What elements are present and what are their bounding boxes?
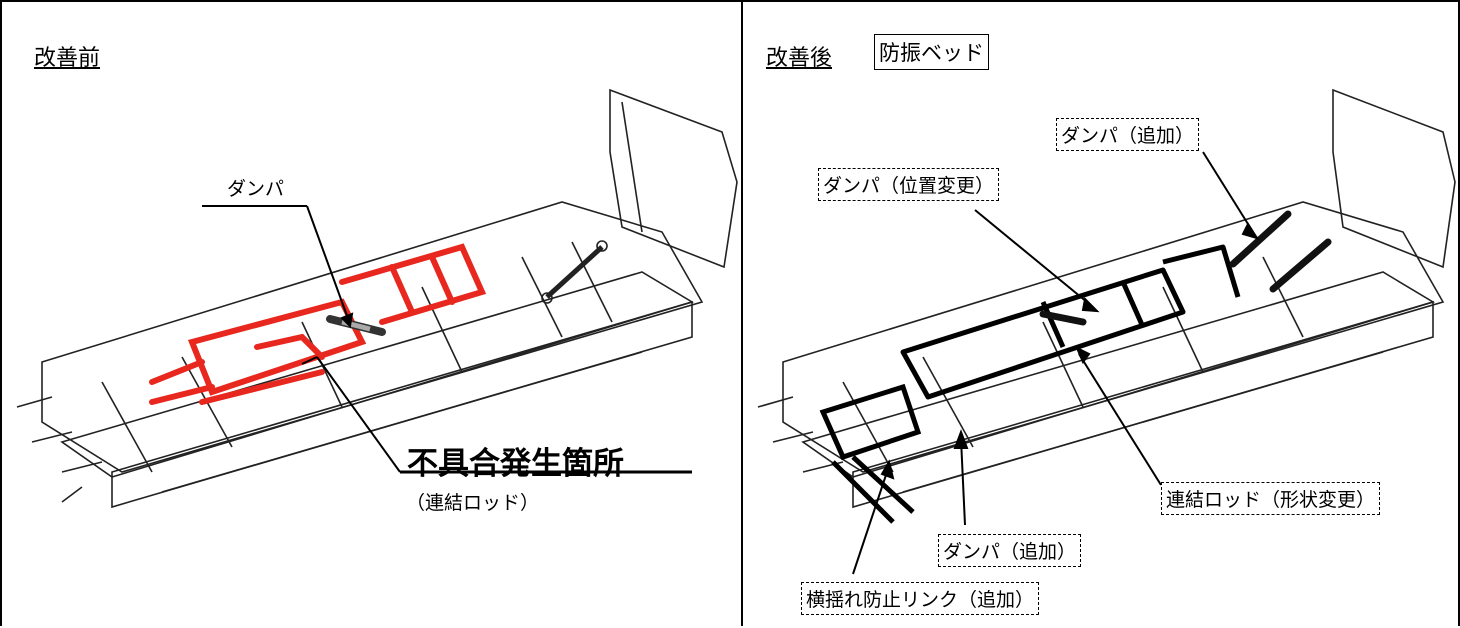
damper-relocated-leader — [974, 209, 1094, 308]
damper-leader-line — [306, 205, 351, 325]
defect-location-label: 不具合発生箇所 — [407, 446, 624, 482]
bed-side-panel — [111, 300, 693, 509]
callout-sway-link-added: 横揺れ防止リンク（追加） — [801, 582, 1040, 615]
defect-leader-line — [316, 356, 401, 473]
sway-link-leader — [852, 468, 889, 575]
product-name-box: 防振ベッド — [874, 34, 989, 70]
damper-added-top-leader — [1202, 151, 1254, 233]
sway-prevention-link — [819, 383, 922, 524]
before-bed-drawing — [16, 88, 738, 509]
before-heading: 改善前 — [34, 46, 101, 71]
defect-link-rods — [149, 243, 487, 405]
callout-damper-added-top: ダンパ（追加） — [1056, 118, 1200, 151]
head-board — [609, 88, 738, 269]
damper-added-bottom-leader — [960, 438, 966, 526]
bed-frame-outline — [41, 201, 704, 473]
callout-damper-relocated: ダンパ（位置変更） — [818, 168, 1000, 201]
callout-damper-added-bottom: ダンパ（追加） — [938, 534, 1082, 567]
after-bed-drawing — [757, 88, 1456, 575]
bed-rail-line — [161, 351, 643, 493]
link-rod-leader — [1078, 353, 1162, 486]
callout-link-rod-changed: 連結ロッド（形状変更） — [1161, 482, 1381, 515]
added-dampers — [1039, 210, 1332, 326]
before-panel: 改善前 ダンパ 不具合発生箇所 （連結ロッド） — [0, 0, 741, 626]
damper-label: ダンパ — [227, 178, 285, 200]
after-panel: 改善後 防振ベッド ダンパ（追加） ダンパ（位置変更） 連結ロッド（形状変更） … — [741, 0, 1460, 626]
bed-frame-outline — [782, 201, 1445, 473]
defect-location-sub: （連結ロッド） — [406, 492, 540, 514]
head-board — [1332, 88, 1456, 269]
redesigned-link-rods — [900, 244, 1241, 400]
after-heading: 改善後 — [766, 46, 833, 71]
